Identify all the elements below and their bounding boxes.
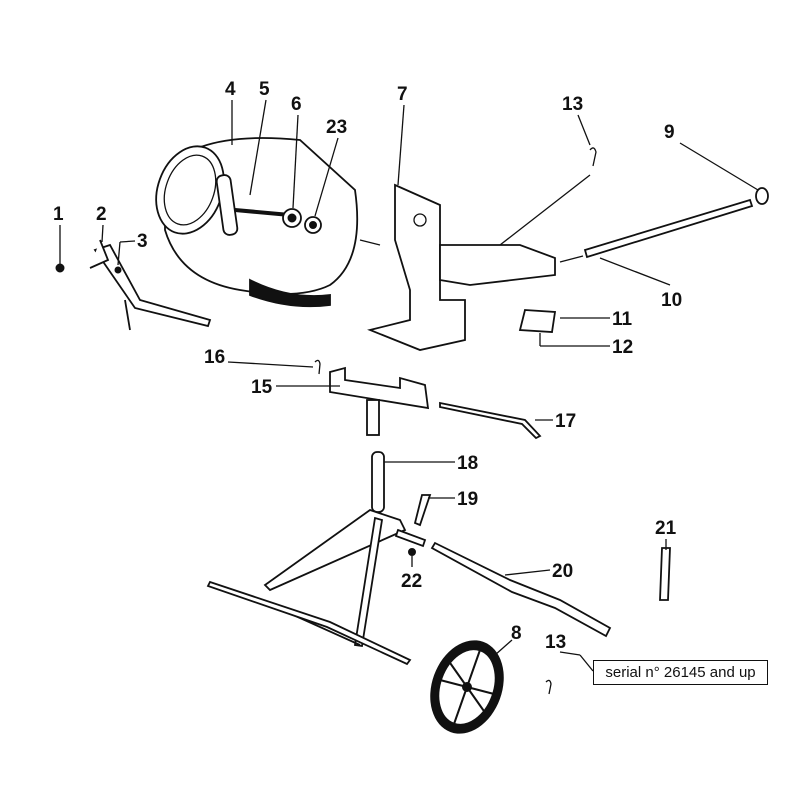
bracket-part-15[interactable]	[329, 366, 430, 436]
spanner-part-21[interactable]	[659, 547, 671, 601]
pin-part-13-lower[interactable]	[545, 679, 552, 695]
callout-3: 3	[137, 231, 148, 252]
bolt-part-19[interactable]	[413, 494, 432, 527]
bearing-hole	[287, 213, 297, 223]
washer-hole	[309, 221, 317, 229]
nut-part-22[interactable]	[408, 548, 416, 556]
callout-19: 19	[457, 489, 478, 510]
stand-part-18[interactable]	[206, 451, 427, 666]
callout-11: 11	[612, 309, 633, 330]
callout-7: 7	[397, 84, 408, 105]
callout-15: 15	[251, 377, 273, 398]
callout-22: 22	[401, 571, 422, 592]
callout-16: 16	[204, 347, 225, 368]
callout-2: 2	[96, 204, 107, 225]
handle-part-2[interactable]	[89, 239, 212, 331]
cap-part-9[interactable]	[755, 187, 769, 205]
nut-part-3[interactable]	[114, 266, 122, 274]
callout-17: 17	[555, 411, 576, 432]
callout-4: 4	[225, 79, 236, 100]
leader-lines	[59, 99, 759, 672]
plate-part-11[interactable]	[518, 309, 557, 333]
pin-part-16[interactable]	[314, 359, 321, 375]
drum-part-4[interactable]	[145, 137, 381, 308]
callout-18: 18	[457, 453, 478, 474]
callout-21: 21	[655, 518, 677, 539]
shaft-part-5[interactable]	[215, 174, 291, 236]
callout-5: 5	[259, 79, 270, 100]
bolt-part-1[interactable]	[55, 263, 65, 273]
serial-note: serial n° 26145 and up	[593, 660, 768, 685]
callout-13: 13	[562, 94, 583, 115]
rod-part-17[interactable]	[439, 401, 542, 440]
callout-12: 12	[612, 337, 633, 358]
tube-part-10[interactable]	[559, 198, 754, 263]
pin-part-13[interactable]	[589, 147, 597, 167]
callout-13-lower: 13	[545, 632, 566, 653]
callout-10: 10	[661, 290, 682, 311]
callout-6: 6	[291, 94, 302, 115]
callout-9: 9	[664, 122, 675, 143]
frame-part-7[interactable]	[367, 174, 591, 351]
callout-8: 8	[511, 623, 522, 644]
wheel-part-8[interactable]	[418, 630, 517, 744]
leg-part-20[interactable]	[430, 541, 612, 638]
callout-23: 23	[326, 117, 347, 138]
callout-1: 1	[53, 204, 64, 225]
callout-20: 20	[552, 561, 573, 582]
